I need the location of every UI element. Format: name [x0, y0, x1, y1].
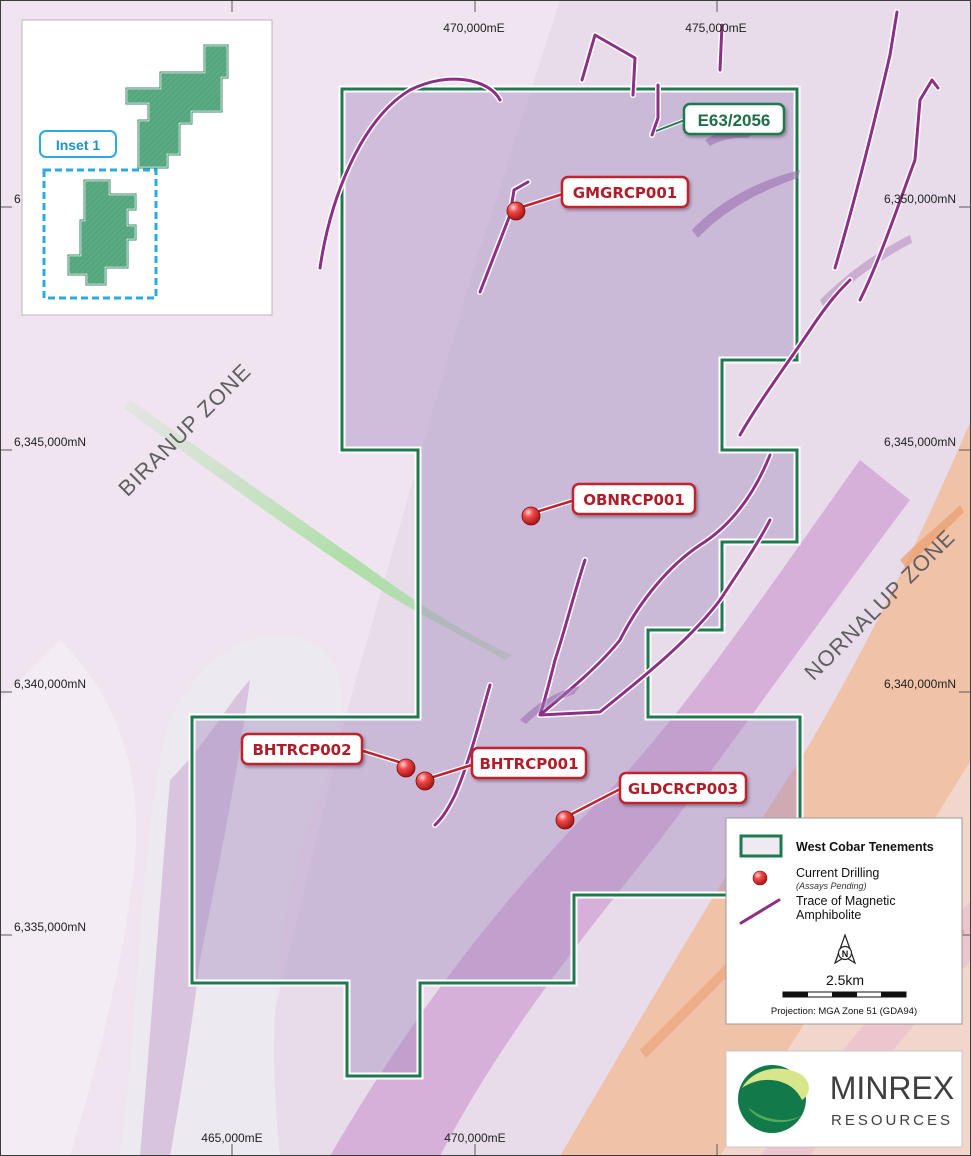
drill-hole-gldcrcp003[interactable] [555, 810, 575, 830]
grid-label-left-3: 6,335,000mN [14, 920, 86, 934]
amphibolite-lens [692, 170, 800, 238]
orange-streak [900, 505, 964, 568]
drill-label-bhtrcp002[interactable]: BHTRCP002 [240, 732, 364, 766]
grid-label-left-1: 6,345,000mN [14, 435, 86, 449]
legend-trace-label-2: Amphibolite [796, 908, 861, 922]
logo-name: MINREX [830, 1070, 954, 1106]
legend-trace-label-1: Trace of Magnetic [796, 894, 896, 908]
grid-label-top-1: 470,000mE [443, 21, 504, 35]
inset-tenement-north-outline [125, 44, 229, 169]
north-arrow-icon: N [833, 933, 857, 965]
logo-sub: RESOURCES [831, 1112, 953, 1129]
drill-hole-gmgrcp001[interactable] [506, 201, 526, 221]
drill-hole-bhtrcp002[interactable] [396, 758, 416, 778]
drill-label-bhtrcp001[interactable]: BHTRCP001 [470, 746, 588, 780]
grid-label-right-2: 6,345,000mN [884, 435, 956, 449]
drill-label-obnrcp001[interactable]: OBNRCP001 [571, 482, 697, 516]
legend-tenement-swatch [739, 834, 783, 858]
grid-label-bottom-2: 470,000mE [444, 1131, 505, 1145]
green-lithology-band [124, 400, 512, 660]
drill-hole-obnrcp001[interactable] [521, 506, 541, 526]
tenement-id-label[interactable]: E63/2056 [655, 102, 786, 136]
amphibolite-lens [520, 686, 580, 724]
inset-panel: Inset 1 [21, 19, 273, 316]
grid-label-top-2: 475,000mE [685, 21, 746, 35]
legend-drilling-icon [752, 870, 768, 886]
drill-label-gmgrcp001[interactable]: GMGRCP001 [560, 175, 690, 209]
drill-leaders [357, 190, 625, 818]
drill-label-gldcrcp003[interactable]: GLDCRCP003 [618, 771, 748, 805]
drill-hole-bhtrcp001[interactable] [415, 771, 435, 791]
scale-bar [782, 991, 907, 998]
grid-label-right-1: 6,350,000mN [884, 192, 956, 206]
legend-tenements-label: West Cobar Tenements [796, 840, 934, 854]
svg-text:BHTRCP001: BHTRCP001 [479, 755, 578, 773]
inset-1-frame[interactable] [42, 168, 158, 300]
legend-drilling-label: Current Drilling [796, 866, 879, 880]
minrex-logo-icon [738, 1065, 809, 1133]
inset-1-label: Inset 1 [56, 137, 101, 153]
legend-trace-swatch [739, 898, 781, 925]
svg-text:GMGRCP001: GMGRCP001 [573, 184, 677, 202]
grid-label-right-3: 6,340,000mN [884, 677, 956, 691]
logo-panel: MINREX RESOURCES [725, 1050, 963, 1148]
north-letter: N [842, 949, 849, 959]
legend-drilling-note: (Assays Pending) [796, 881, 867, 891]
grid-label-bottom-1: 465,000mE [201, 1131, 262, 1145]
pale-granite-body-west [0, 640, 137, 1156]
tenement-id-text: E63/2056 [698, 111, 771, 130]
legend-panel: West Cobar Tenements Current Drilling (A… [725, 817, 963, 1025]
scale-label: 2.5km [826, 972, 864, 988]
orange-streak [640, 960, 736, 1058]
svg-text:BHTRCP002: BHTRCP002 [252, 741, 351, 759]
inset-tenement-south-outline [67, 179, 137, 286]
svg-text:GLDCRCP003: GLDCRCP003 [628, 780, 738, 798]
grid-label-left-partial: 6 [14, 192, 21, 206]
projection-label: Projection: MGA Zone 51 (GDA94) [771, 1006, 917, 1017]
inset-1-tag [39, 130, 117, 158]
svg-text:OBNRCP001: OBNRCP001 [583, 491, 685, 509]
grid-label-left-2: 6,340,000mN [14, 677, 86, 691]
